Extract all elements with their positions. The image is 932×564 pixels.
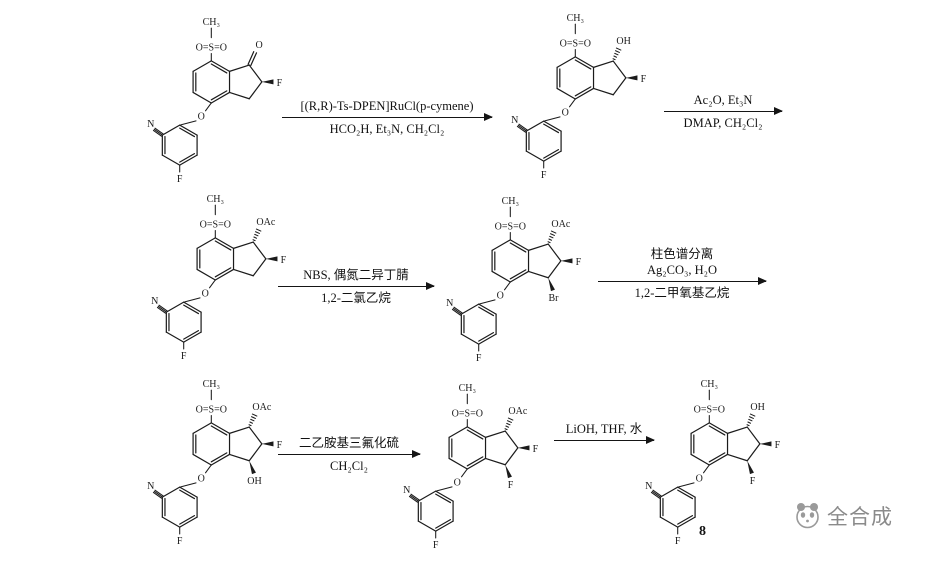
watermark-text: 全合成 (827, 506, 893, 529)
structure-indanol: CH₃ O=S=O OH F O N F (511, 13, 647, 181)
svg-text:OH: OH (247, 476, 261, 487)
reaction-arrow-step1: [(R,R)-Ts-DPEN]RuCl(p-cymene) HCO₂H, Et₃… (282, 98, 493, 137)
arrow-line (278, 281, 435, 290)
reagent-text: 二乙胺基三氟化硫 (298, 436, 399, 450)
svg-text:O=S=O: O=S=O (560, 38, 591, 49)
arrow-line (598, 276, 767, 285)
svg-text:F: F (576, 257, 582, 268)
svg-text:F: F (541, 170, 547, 181)
svg-text:N: N (645, 481, 652, 492)
svg-text:CH₃: CH₃ (459, 383, 476, 394)
svg-text:F: F (281, 255, 287, 266)
svg-text:CH₃: CH₃ (567, 13, 584, 24)
compound-number-label: 8 (699, 524, 706, 539)
reagents-above: Ac₂O, Et₃N (664, 92, 782, 111)
reagents-above: 柱色谱分离 Ag₂CO₃, H₂O (598, 246, 766, 281)
reagent-text: NBS, 偶氮二异丁腈 (303, 268, 409, 282)
svg-text:N: N (403, 485, 410, 496)
svg-text:O: O (202, 288, 209, 299)
svg-text:F: F (750, 476, 756, 487)
svg-text:N: N (511, 115, 518, 126)
svg-text:F: F (177, 536, 183, 547)
svg-text:Br: Br (548, 293, 559, 304)
reagents-above: 二乙胺基三氟化硫 (278, 435, 420, 454)
reagent-text: Ag₂CO₃, H₂O (646, 263, 718, 277)
svg-text:OAc: OAc (551, 219, 570, 230)
reaction-arrow-step2: Ac₂O, Et₃N DMAP, CH₂Cl₂ (664, 92, 783, 131)
reagents-below: DMAP, CH₂Cl₂ (664, 112, 782, 131)
svg-text:OAc: OAc (256, 217, 275, 228)
svg-text:O=S=O: O=S=O (452, 408, 483, 419)
svg-text:F: F (508, 480, 514, 491)
svg-text:F: F (277, 440, 283, 451)
svg-text:O=S=O: O=S=O (495, 221, 526, 232)
svg-text:F: F (533, 444, 539, 455)
reagents-below: 1,2-二甲氧基乙烷 (598, 282, 766, 301)
reagent-text: 1,2-二甲氧基乙烷 (634, 286, 730, 300)
structure-final-compound-8: CH₃ O=S=O OH F F O N F (645, 379, 781, 547)
panda-logo-icon (796, 503, 819, 529)
reagent-text: DMAP, CH₂Cl₂ (683, 116, 763, 130)
reagents-above: NBS, 偶氮二异丁腈 (278, 267, 434, 286)
svg-text:N: N (147, 481, 154, 492)
reagents-below: HCO₂H, Et₃N, CH₂Cl₂ (282, 118, 492, 137)
svg-text:CH₃: CH₃ (203, 17, 220, 28)
svg-text:F: F (476, 353, 482, 364)
svg-text:O=S=O: O=S=O (694, 404, 725, 415)
svg-text:O: O (256, 40, 263, 51)
reagent-text: 1,2-二氯乙烷 (321, 291, 391, 305)
svg-text:O: O (198, 111, 205, 122)
svg-text:N: N (147, 119, 154, 130)
svg-text:O=S=O: O=S=O (196, 404, 227, 415)
reagent-text: Ac₂O, Et₃N (693, 93, 753, 107)
arrow-line (278, 449, 421, 458)
reagent-text: CH₂Cl₂ (330, 459, 368, 473)
svg-text:O: O (696, 473, 703, 484)
reaction-arrow-step3: NBS, 偶氮二异丁腈 1,2-二氯乙烷 (278, 267, 435, 306)
svg-text:CH₃: CH₃ (203, 379, 220, 390)
svg-text:F: F (177, 174, 183, 185)
structure-indanone-ketone: CH₃ O=S=O O F O N F (147, 17, 283, 185)
reagents-above: [(R,R)-Ts-DPEN]RuCl(p-cymene) (282, 98, 492, 117)
svg-text:OH: OH (616, 36, 630, 47)
reagents-below: CH₂Cl₂ (278, 455, 420, 474)
arrow-line (664, 106, 783, 115)
svg-text:OAc: OAc (508, 406, 527, 417)
reagent-text: 柱色谱分离 (650, 247, 714, 261)
svg-text:O: O (497, 290, 504, 301)
svg-text:O=S=O: O=S=O (196, 42, 227, 53)
reagents-above: LiOH, THF, 水 (554, 421, 654, 440)
arrow-line (554, 435, 655, 444)
reagent-text: HCO₂H, Et₃N, CH₂Cl₂ (329, 122, 445, 136)
arrow-line (282, 112, 493, 121)
reaction-arrow-step5: 二乙胺基三氟化硫 CH₂Cl₂ (278, 435, 421, 474)
svg-text:CH₃: CH₃ (502, 196, 519, 207)
svg-text:F: F (181, 351, 187, 362)
svg-text:F: F (775, 440, 781, 451)
svg-text:F: F (433, 540, 439, 551)
reagent-text: LiOH, THF, 水 (565, 422, 643, 436)
svg-text:F: F (641, 74, 647, 85)
svg-text:O: O (454, 477, 461, 488)
svg-text:CH₃: CH₃ (701, 379, 718, 390)
reagent-text: [(R,R)-Ts-DPEN]RuCl(p-cymene) (300, 99, 474, 113)
svg-text:CH₃: CH₃ (207, 194, 224, 205)
svg-text:F: F (675, 536, 681, 547)
svg-text:O=S=O: O=S=O (200, 219, 231, 230)
reaction-arrow-step4: 柱色谱分离 Ag₂CO₃, H₂O 1,2-二甲氧基乙烷 (598, 246, 767, 301)
reaction-arrow-step6: LiOH, THF, 水 (554, 421, 655, 444)
reagents-below: 1,2-二氯乙烷 (278, 287, 434, 306)
svg-text:OH: OH (750, 402, 764, 413)
svg-text:O: O (562, 107, 569, 118)
svg-text:N: N (446, 298, 453, 309)
svg-text:O: O (198, 473, 205, 484)
watermark: 全合成 (792, 500, 893, 532)
svg-text:OAc: OAc (252, 402, 271, 413)
svg-text:N: N (151, 296, 158, 307)
svg-text:F: F (277, 78, 283, 89)
